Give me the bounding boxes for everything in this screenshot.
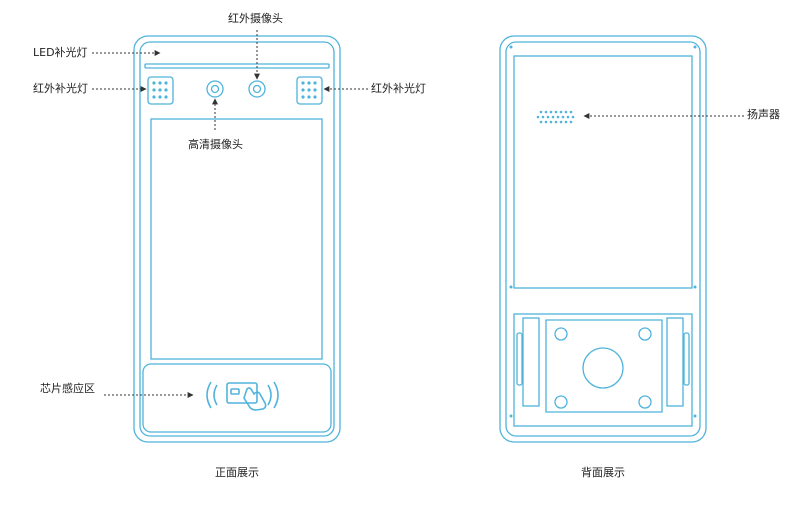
- bracket-hole: [638, 327, 652, 341]
- bracket-hole: [554, 395, 568, 409]
- front-inner-shell: [139, 41, 335, 437]
- bracket-right-rail: [666, 317, 684, 407]
- label-ir-light-right: 红外补光灯: [371, 82, 426, 95]
- bracket-hole: [554, 327, 568, 341]
- label-ir-camera: 红外摄像头: [228, 12, 283, 25]
- ir-light-right-icon: [296, 76, 323, 105]
- hd-camera-icon: [206, 80, 224, 98]
- back-outer-shell: [499, 35, 707, 443]
- label-chip-sensor: 芯片感应区: [40, 382, 95, 395]
- back-inner-shell: [505, 41, 701, 437]
- back-upper-plate: [513, 55, 693, 289]
- bracket-left-rail: [522, 317, 540, 407]
- label-ir-light-left: 红外补光灯: [33, 82, 88, 95]
- bracket-center-plate: [545, 319, 663, 413]
- bracket-center-hole: [582, 347, 624, 389]
- ir-camera-icon: [248, 80, 266, 98]
- front-bottom-panel: [142, 363, 332, 433]
- caption-front: 正面展示: [215, 466, 259, 479]
- speaker-grille-icon: [536, 110, 575, 124]
- back-device: [499, 35, 707, 443]
- caption-back: 背面展示: [581, 466, 625, 479]
- bracket-plate: [513, 313, 693, 427]
- label-led-light: LED补光灯: [33, 46, 88, 59]
- label-speaker: 扬声器: [747, 108, 780, 121]
- front-screen: [150, 118, 323, 360]
- front-outer-shell: [133, 35, 341, 443]
- back-screw-dots: [509, 45, 697, 418]
- bracket-hole: [638, 395, 652, 409]
- leader-lines: [92, 30, 744, 398]
- label-hd-camera: 高清摄像头: [188, 138, 243, 151]
- nfc-tap-icon: [206, 381, 279, 411]
- ir-light-left-icon: [147, 76, 174, 105]
- front-top-strip: [144, 63, 330, 69]
- front-device: [133, 35, 341, 443]
- mounting-bracket: [513, 313, 693, 427]
